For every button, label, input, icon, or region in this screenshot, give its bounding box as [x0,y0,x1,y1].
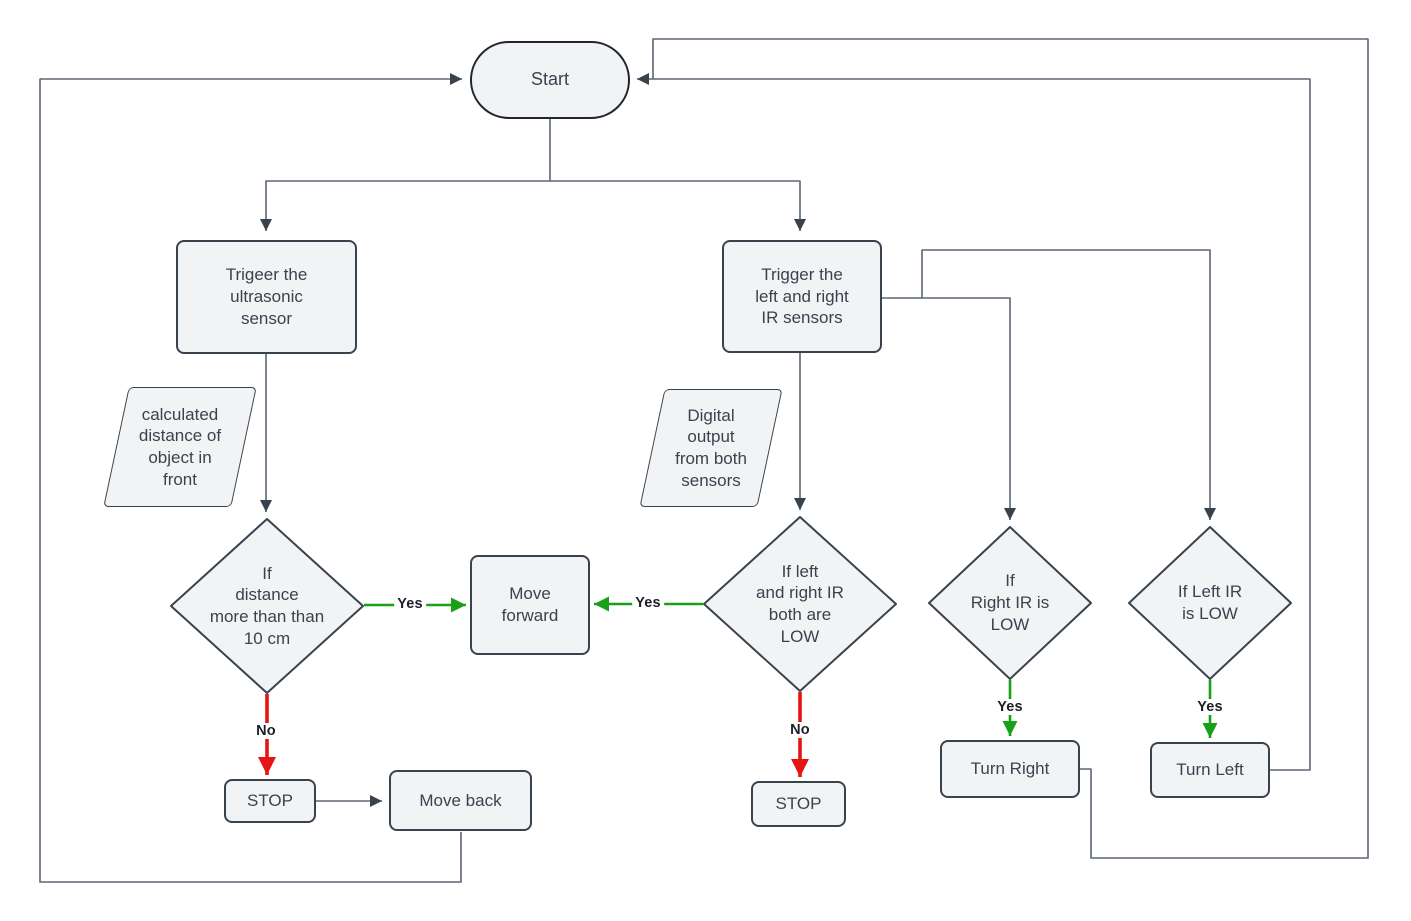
node-stop-ultrasonic: STOP [224,779,316,823]
edge-turn-right-to-start [652,38,1369,859]
edge-label-yes-both-low: Yes [632,595,664,611]
edge-move-back-to-start [39,73,462,883]
edge-label-yes-distance: Yes [394,596,426,612]
node-start: Start [470,41,630,119]
node-digital-output: Digital output from both sensors [639,389,783,507]
node-turn-left-label: Turn Left [1176,760,1244,780]
edge-label-no-both-low: No [787,722,813,738]
node-move-back: Move back [389,770,532,831]
node-digital-output-label: Digital output from both sensors [675,405,747,490]
node-turn-right: Turn Right [940,740,1080,798]
node-move-back-label: Move back [419,790,502,810]
edge-label-yes-left-ir: Yes [1194,699,1226,715]
node-move-forward: Move forward [470,555,590,655]
node-left-ir-low-label: If Left IR is LOW [1177,582,1243,623]
node-calc-distance: calculated distance of object in front [103,387,257,507]
node-calc-distance-label: calculated distance of object in front [138,404,222,489]
edge-start-to-ultrasonic [260,119,551,231]
edge-start-to-ir [550,180,806,231]
diamond-shape [928,526,1092,680]
node-right-ir-low-label: If Right IR is LOW [970,571,1050,634]
edge-ir-to-left-ir [921,249,1216,520]
node-trigger-ir-label: Trigger the left and right IR sensors [755,264,849,328]
node-stop-ir-label: STOP [775,794,822,814]
node-ir-both-low-label: If left and right IR both are LOW [756,561,844,646]
edge-label-no-distance: No [253,723,279,739]
node-turn-left: Turn Left [1150,742,1270,798]
node-stop-ultrasonic-label: STOP [247,791,293,811]
edge-label-yes-right-ir: Yes [994,699,1026,715]
edge-ir-to-right-ir [882,297,1016,520]
diamond-shape [1128,526,1292,680]
node-turn-right-label: Turn Right [970,759,1050,779]
node-left-ir-low: If Left IR is LOW [1128,526,1292,680]
node-trigger-ultrasonic: Trigeer the ultrasonic sensor [176,240,357,354]
node-ir-both-low: If left and right IR both are LOW [703,516,897,692]
node-distance-check-label: If distance more than than 10 cm [209,563,325,648]
node-distance-check: If distance more than than 10 cm [170,518,364,694]
node-right-ir-low: If Right IR is LOW [928,526,1092,680]
diamond-shape [703,516,897,692]
node-start-label: Start [530,69,569,90]
node-move-forward-label: Move forward [501,584,559,625]
node-trigger-ir: Trigger the left and right IR sensors [722,240,882,353]
node-stop-ir: STOP [751,781,846,827]
node-trigger-ultrasonic-label: Trigeer the ultrasonic sensor [225,265,308,328]
edge-turn-left-to-start [637,73,1311,771]
diamond-shape [170,518,364,694]
